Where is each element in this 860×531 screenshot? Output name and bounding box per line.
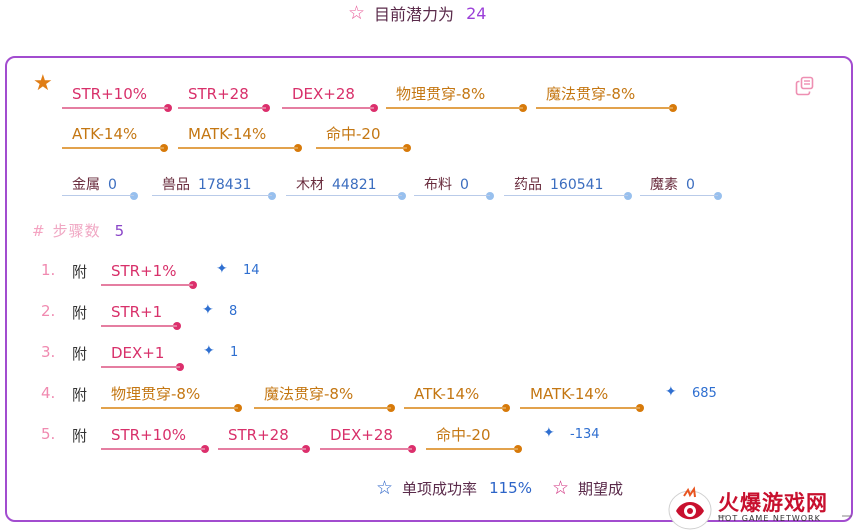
steps-header: # 步骤数 5 (32, 220, 124, 241)
step-tag[interactable]: STR+1% (101, 260, 197, 289)
step-tag[interactable]: DEX+1 (101, 342, 184, 371)
sparkle-icon: ✦ (543, 425, 555, 441)
step-action: 附 (72, 345, 88, 363)
step-tag[interactable]: STR+10% (101, 424, 209, 453)
step-score: -134 (570, 427, 600, 442)
step-score: 14 (243, 263, 260, 278)
target-tag[interactable]: ATK-14% (62, 123, 168, 152)
success-rate-label: 单项成功率 (402, 479, 478, 498)
target-tag[interactable]: MATK-14% (178, 123, 302, 152)
target-tag[interactable]: STR+28 (178, 83, 270, 112)
step-action: 附 (72, 304, 88, 322)
potential-label: 目前潜力为 (374, 5, 455, 24)
potential-header: ☆ 目前潜力为 24 (348, 2, 486, 24)
star-outline-icon: ☆ (376, 477, 394, 499)
step-action: 附 (72, 386, 88, 404)
result-card (5, 56, 853, 522)
target-tag[interactable]: DEX+28 (282, 83, 378, 112)
star-outline-icon: ☆ (348, 1, 366, 24)
step-number: 4. (41, 384, 56, 402)
step-tag[interactable]: 命中-20 (426, 424, 522, 453)
step-score: 8 (229, 304, 238, 319)
steps-count: 5 (114, 221, 125, 240)
step-action: 附 (72, 263, 88, 281)
sparkle-icon: ✦ (216, 261, 228, 277)
target-tag[interactable]: STR+10% (62, 83, 172, 112)
step-tag[interactable]: DEX+28 (320, 424, 416, 453)
steps-label: 步骤数 (52, 222, 101, 240)
hash-icon: # (32, 221, 45, 240)
watermark-title: 火爆游戏网 (718, 491, 828, 515)
sparkle-icon: ✦ (202, 302, 214, 318)
step-tag[interactable]: MATK-14% (520, 383, 644, 412)
star-outline-icon: ☆ (551, 477, 569, 499)
step-tag[interactable]: 物理贯穿-8% (101, 383, 242, 412)
step-action: 附 (72, 427, 88, 445)
star-filled-icon[interactable]: ★ (33, 71, 53, 96)
step-tag[interactable]: STR+1 (101, 301, 181, 330)
expected-label: 期望成 (578, 479, 624, 498)
step-number: 1. (41, 261, 56, 279)
target-tag[interactable]: 魔法贯穿-8% (536, 83, 677, 112)
step-number: 3. (41, 343, 56, 361)
target-tag[interactable]: 物理贯穿-8% (386, 83, 527, 112)
potential-value: 24 (466, 3, 487, 23)
watermark-logo (668, 486, 852, 530)
step-number: 2. (41, 302, 56, 320)
copy-icon[interactable] (795, 76, 815, 96)
target-tag[interactable]: 命中-20 (316, 123, 411, 152)
success-rate-value: 115% (489, 479, 532, 497)
step-tag[interactable]: 魔法贯穿-8% (254, 383, 395, 412)
step-score: 685 (692, 386, 717, 401)
footer-stats: ☆ 单项成功率 115% ☆ 期望成 (376, 476, 623, 500)
sparkle-icon: ✦ (203, 343, 215, 359)
step-number: 5. (41, 425, 56, 443)
step-score: 1 (230, 345, 239, 360)
step-tag[interactable]: STR+28 (218, 424, 310, 453)
watermark-subtitle: HOT GAME NETWORK (718, 514, 821, 523)
sparkle-icon: ✦ (665, 384, 677, 400)
step-tag[interactable]: ATK-14% (404, 383, 510, 412)
